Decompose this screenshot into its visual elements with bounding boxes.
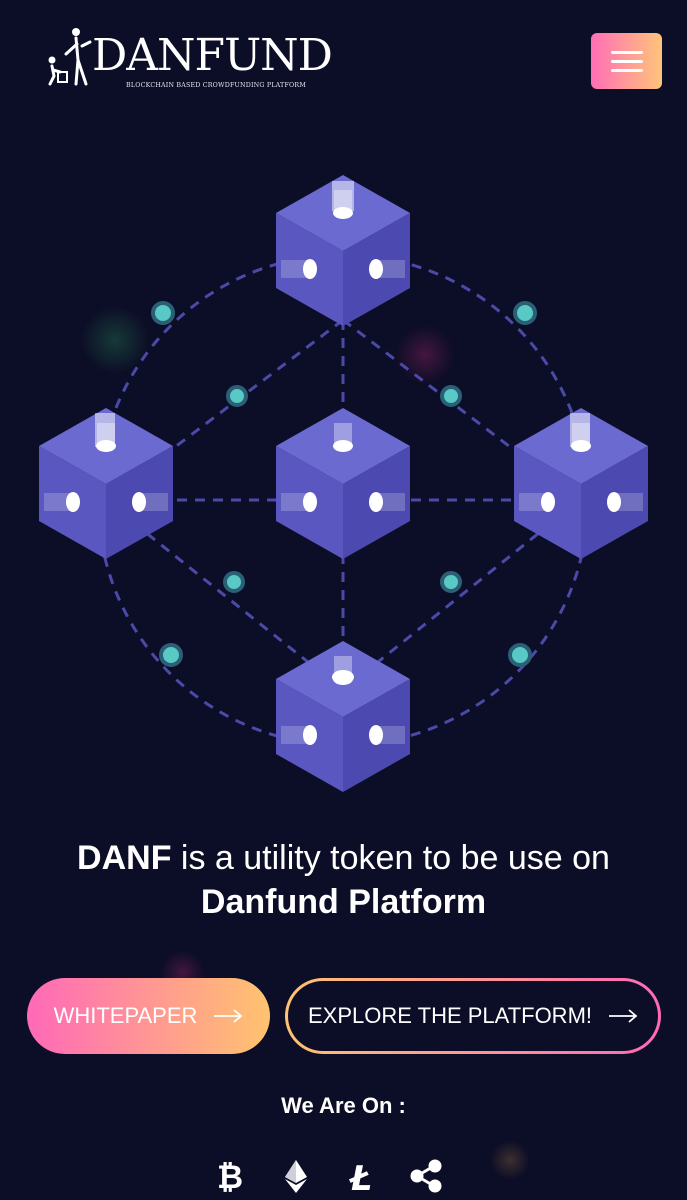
arrow-right-icon xyxy=(214,1009,243,1023)
listings-title: We Are On : xyxy=(281,1093,406,1118)
brand-logo[interactable]: DANFUND BLOCKCHAIN BASED CROWDFUNDING PL… xyxy=(40,26,360,96)
crowdfunding-people-icon xyxy=(48,28,92,86)
whitepaper-button[interactable]: WHITEPAPER xyxy=(27,978,270,1054)
svg-text:₿: ₿ xyxy=(217,1158,243,1194)
hamburger-icon xyxy=(610,68,643,72)
menu-button[interactable] xyxy=(591,33,662,89)
platform-name: Danfund Platform xyxy=(200,883,487,921)
brand-tagline: BLOCKCHAIN BASED CROWDFUNDING PLATFORM xyxy=(126,82,306,89)
token-name: DANF xyxy=(77,839,172,877)
ethereum-icon[interactable] xyxy=(278,1158,314,1194)
headline-text: is a utility token to be use on xyxy=(180,839,610,877)
hamburger-icon xyxy=(610,50,643,54)
brand-name: DANFUND xyxy=(92,30,333,81)
ripple-icon[interactable] xyxy=(408,1158,444,1194)
explore-button-inner: EXPLORE THE PLATFORM! xyxy=(288,981,658,1051)
background-glow xyxy=(490,1140,530,1180)
explore-platform-button[interactable]: EXPLORE THE PLATFORM! xyxy=(285,978,661,1054)
svg-text:Ł: Ł xyxy=(349,1159,372,1194)
blockchain-network-illustration xyxy=(39,175,648,792)
hamburger-icon xyxy=(610,59,643,63)
explore-label: EXPLORE THE PLATFORM! xyxy=(307,1003,593,1028)
arrow-right-icon xyxy=(609,1009,638,1023)
litecoin-icon[interactable]: Ł xyxy=(344,1158,380,1194)
hero-headline: DANF is a utility token to be use on Dan… xyxy=(0,836,687,924)
whitepaper-label: WHITEPAPER xyxy=(53,1003,198,1028)
crypto-icons-row: ₿ Ł xyxy=(210,1152,450,1200)
bitcoin-icon[interactable]: ₿ xyxy=(212,1158,248,1194)
